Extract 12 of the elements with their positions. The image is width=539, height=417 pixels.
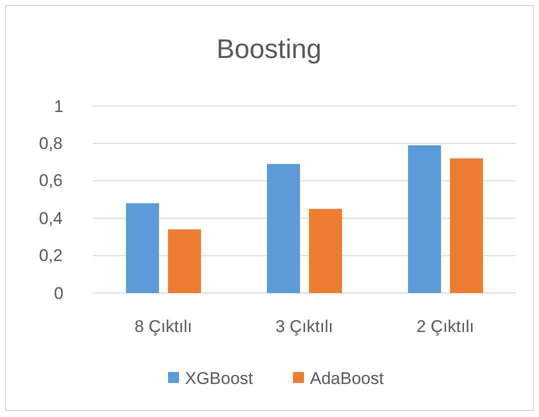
axis-tick-label: 0,8 bbox=[39, 134, 63, 152]
axis-tick-label: 0,6 bbox=[39, 172, 63, 190]
axis-tick-label: 0 bbox=[54, 284, 64, 302]
axis-tick-label: 0,4 bbox=[39, 210, 63, 227]
legend-label: AdaBoost bbox=[310, 370, 384, 386]
category-label: 3 Çıktılı bbox=[276, 318, 334, 334]
legend-label: XGBoost bbox=[185, 370, 254, 386]
axis-tick-label: 1 bbox=[54, 98, 64, 114]
chart-title: Boosting bbox=[216, 36, 322, 62]
axis-tick-label: 0,2 bbox=[39, 247, 63, 264]
category-label: 8 Çıktılı bbox=[134, 318, 192, 334]
category-label: 2 Çıktılı bbox=[416, 318, 474, 334]
